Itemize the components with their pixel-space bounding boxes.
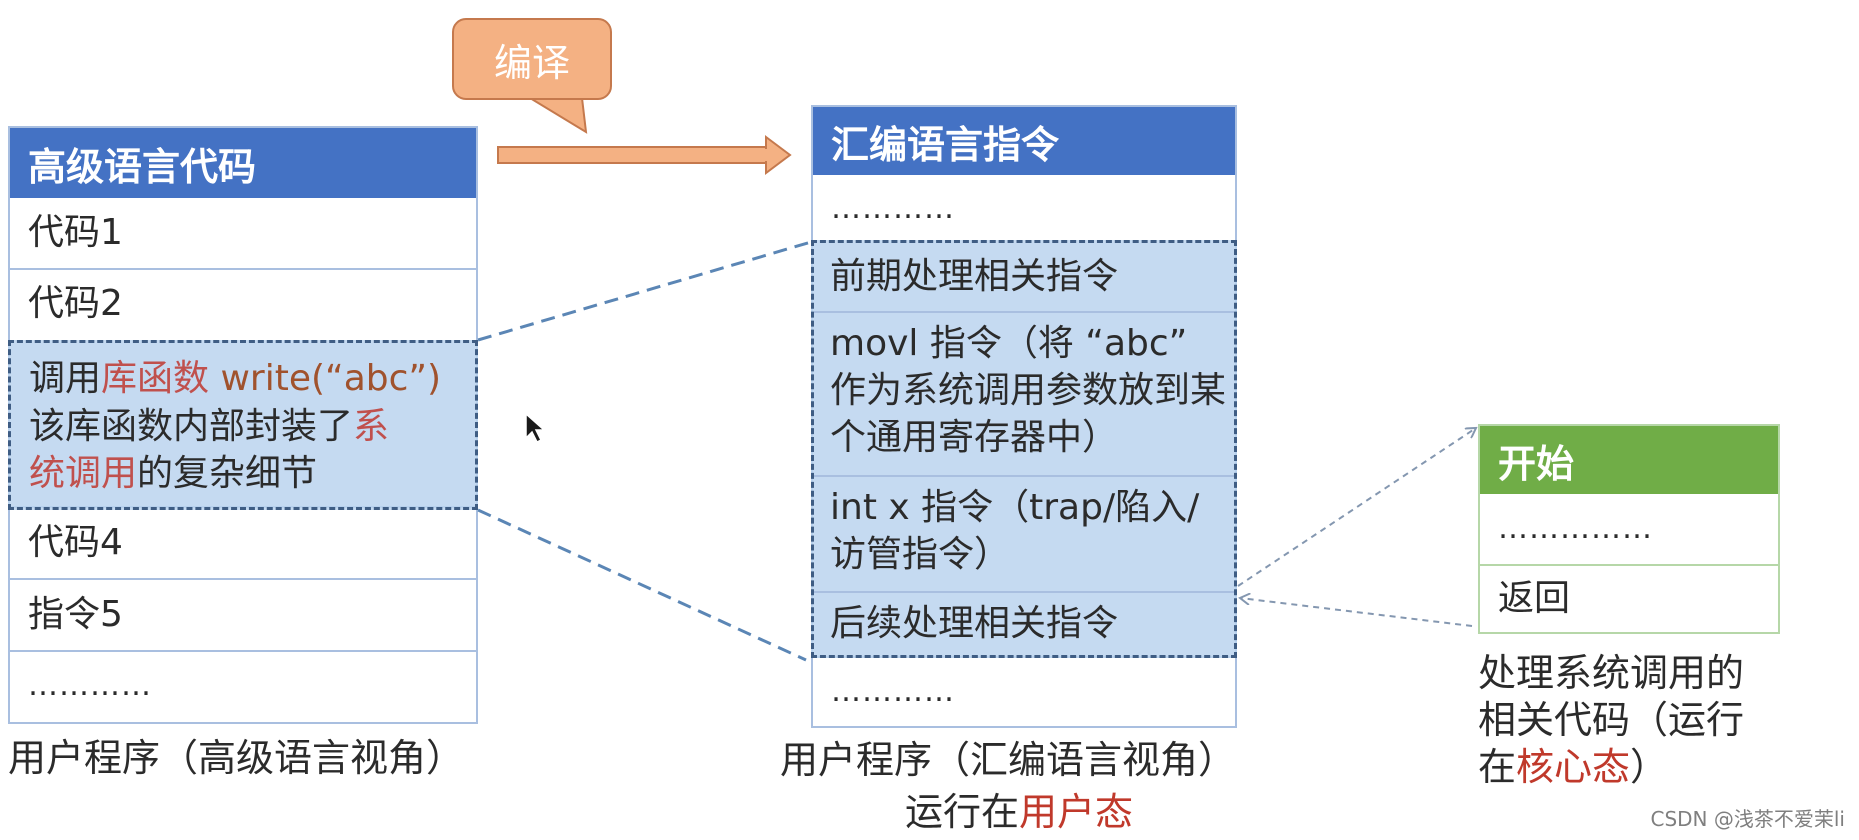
hll-hl-text-sys: 系 (353, 405, 390, 447)
mouse-cursor-icon (525, 412, 546, 444)
hll-header: 高级语言代码 (10, 128, 476, 198)
hll-row-dots: ………… (10, 650, 476, 720)
kernel-caption-2: 相关代码（运行 (1478, 698, 1745, 743)
asm-row-top-dots: ………… (831, 190, 955, 226)
hll-syscall-highlight: 调用库函数 write(“abc”) 该库函数内部封装了系 统调用的复杂细节 (8, 340, 478, 510)
hll-hl-text-details: 的复杂细节 (137, 453, 318, 495)
kernel-row-return: 返回 (1480, 564, 1778, 632)
hll-hl-text-wraps: 该库函数内部封装了 (29, 405, 354, 447)
compile-arrow (497, 135, 792, 175)
hll-row-1: 代码1 (28, 211, 123, 253)
asm-caption-user-mode: 用户态 (1019, 790, 1134, 834)
kernel-row-dots: …………… (1498, 510, 1653, 546)
asm-hl-movl: movl 指令（将 “abc” 作为系统调用参数放到某个通用寄存器中） (814, 311, 1234, 475)
hll-row-2: 代码2 (10, 268, 476, 338)
asm-hl-pre: 前期处理相关指令 (830, 255, 1119, 297)
asm-syscall-highlight: 前期处理相关指令 movl 指令（将 “abc” 作为系统调用参数放到某个通用寄… (811, 240, 1237, 658)
kernel-caption-in: 在 (1478, 745, 1517, 790)
asm-caption-2: 运行在用户态 (905, 788, 1133, 837)
hll-hl-text-call: 调用 (29, 358, 102, 399)
compile-label: 编译 (493, 40, 570, 85)
asm-caption-runs-in: 运行在 (905, 790, 1020, 834)
asm-hl-int: int x 指令（trap/陷入/访管指令） (814, 475, 1234, 591)
trap-arrow (1237, 428, 1476, 587)
watermark: CSDN @浅茶不爱茉li (1650, 807, 1846, 831)
kernel-caption-1: 处理系统调用的 (1478, 651, 1745, 695)
hll-hl-text-libfunc: 库函数 (101, 358, 210, 399)
expand-line-top (477, 240, 812, 342)
hll-row-5: 指令5 (10, 578, 476, 650)
expand-line-bottom (477, 508, 807, 662)
kernel-caption-close: ） (1630, 745, 1669, 790)
hll-caption: 用户程序（高级语言视角） (8, 736, 465, 780)
hll-hl-line-2: 该库函数内部封装了系 (29, 403, 475, 451)
asm-header: 汇编语言指令 (813, 107, 1235, 175)
hll-hl-text-syscall: 统调用 (29, 453, 138, 495)
return-arrow (1240, 598, 1473, 627)
asm-hl-post: 后续处理相关指令 (814, 591, 1234, 655)
asm-caption-1: 用户程序（汇编语言视角） (780, 738, 1237, 782)
kernel-caption-3: 在核心态） (1478, 744, 1744, 791)
kernel-header: 开始 (1480, 426, 1778, 494)
kernel-caption: 处理系统调用的 相关代码（运行 在核心态） (1478, 650, 1744, 791)
compile-callout: 编译 (452, 18, 612, 100)
hll-hl-text-write: write(“abc”) (220, 358, 442, 399)
kernel-panel: 开始 …………… 返回 (1478, 424, 1780, 634)
kernel-caption-kernel-mode: 核心态 (1516, 745, 1631, 790)
callout-tail (526, 97, 588, 134)
hll-hl-line-1: 调用库函数 write(“abc”) (29, 355, 475, 403)
hll-hl-line-3: 统调用的复杂细节 (29, 450, 475, 498)
